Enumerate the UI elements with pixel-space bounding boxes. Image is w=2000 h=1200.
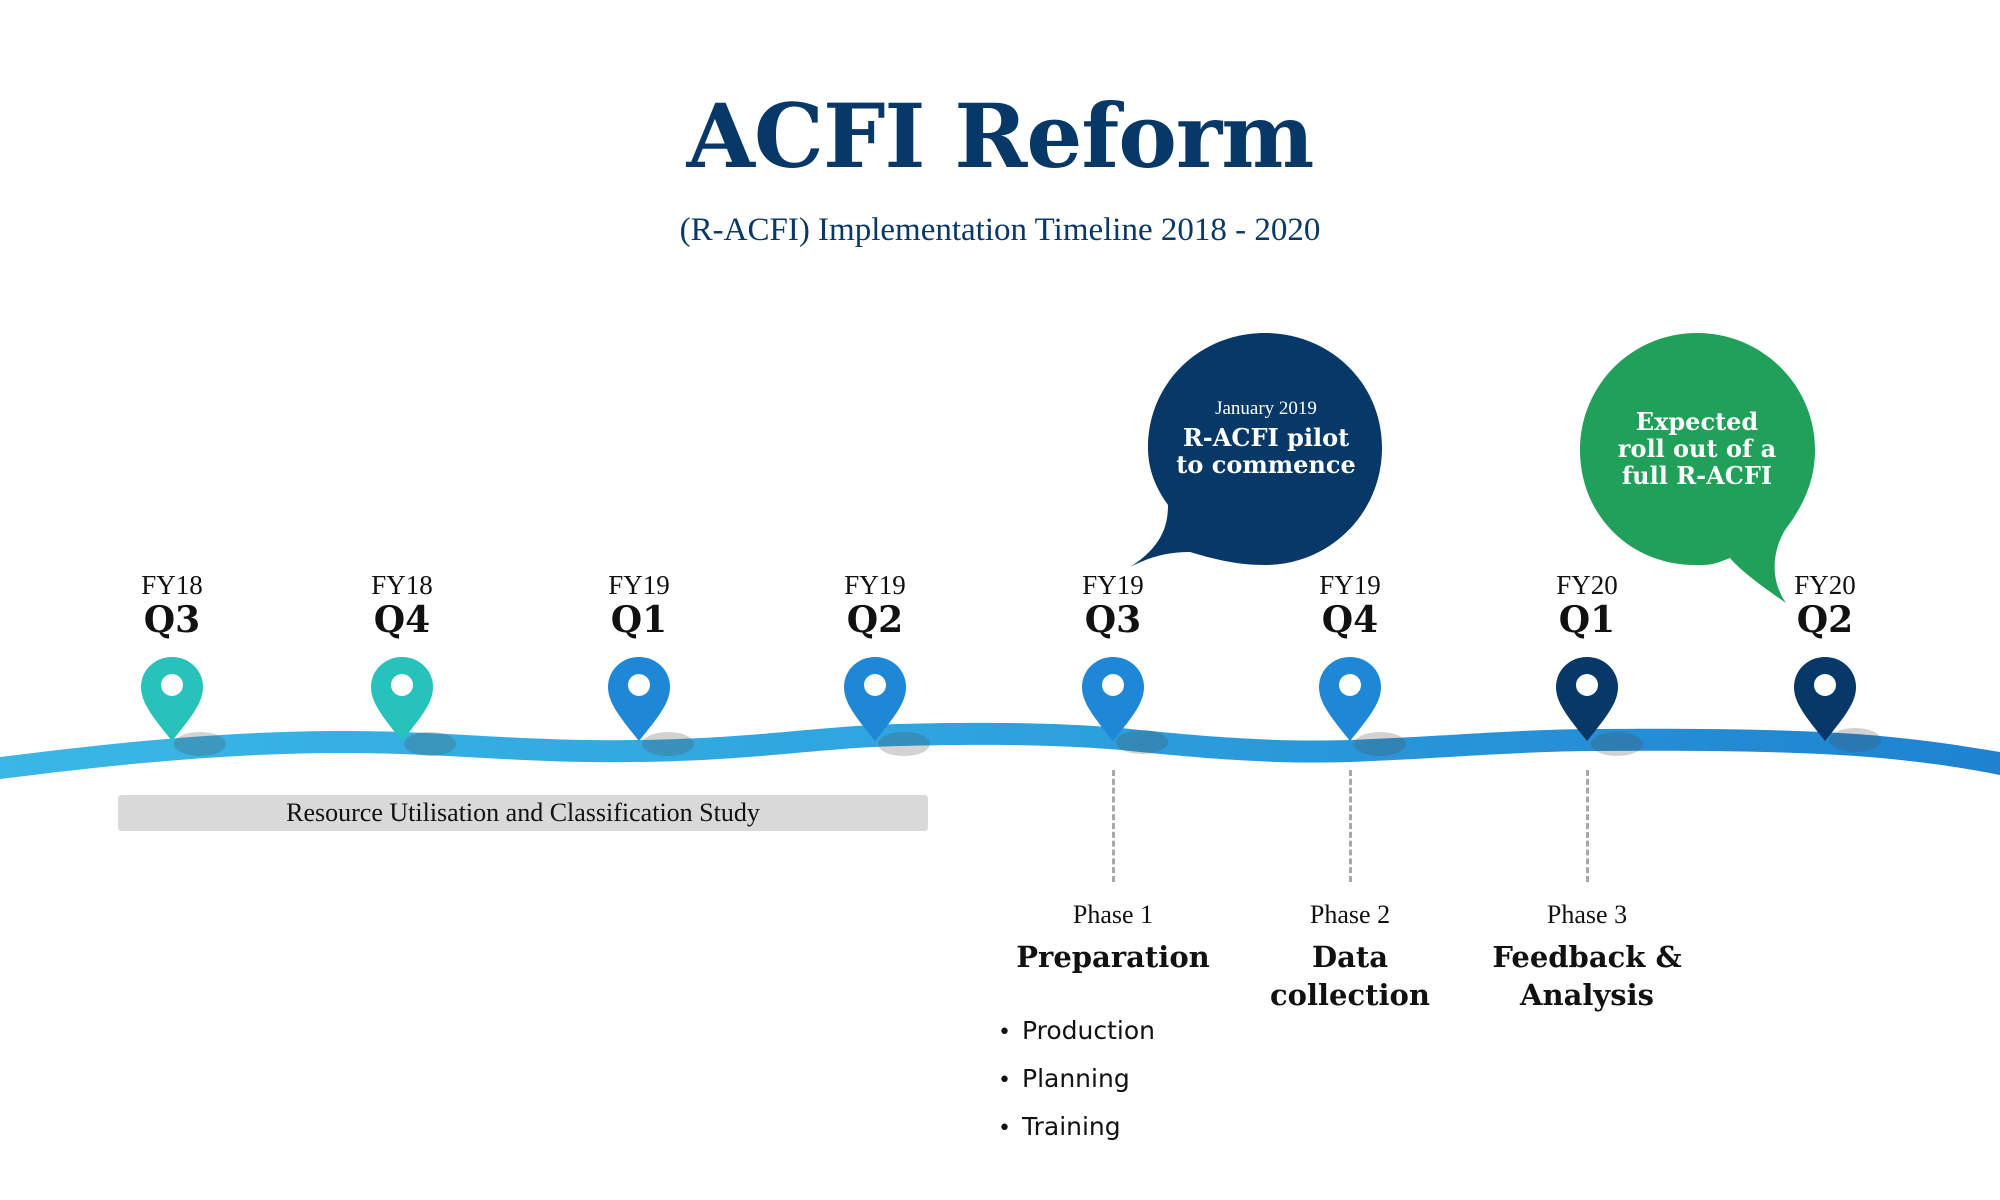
page-title: ACFI Reform <box>686 84 1315 188</box>
rollout-line-2: roll out of a <box>1617 434 1777 463</box>
study-bar: Resource Utilisation and Classification … <box>118 795 928 831</box>
map-pin-icon <box>1319 657 1381 741</box>
pilot-callout: January 2019 R-ACFI pilot to commence <box>1150 398 1382 478</box>
milestone-label: FY20 Q1 <box>1507 570 1667 640</box>
fiscal-year: FY20 <box>1794 570 1856 600</box>
phase-name: Preparation <box>1016 940 1210 974</box>
phase-1-connector <box>1112 770 1115 882</box>
milestone-label: FY20 Q2 <box>1745 570 1905 640</box>
map-pin-icon <box>608 657 670 741</box>
phase-1-task-list: Production Planning Training <box>998 1008 1155 1152</box>
list-item: Production <box>998 1008 1155 1056</box>
milestone-label: FY19 Q2 <box>795 570 955 640</box>
milestone-label: FY19 Q3 <box>1033 570 1193 640</box>
rollout-line-3: full R-ACFI <box>1621 461 1773 490</box>
phase-3-connector <box>1586 770 1589 882</box>
map-pin-icon <box>844 657 906 741</box>
map-pin-icon <box>1556 657 1618 741</box>
fiscal-year: FY19 <box>844 570 906 600</box>
phase-number: Phase 3 <box>1546 900 1628 929</box>
map-pin-icon <box>371 657 433 741</box>
phase-2-connector <box>1349 770 1352 882</box>
quarter: Q4 <box>373 599 431 641</box>
phase-name-line-1: Feedback & <box>1492 940 1682 974</box>
fiscal-year: FY18 <box>141 570 203 600</box>
milestone-label: FY19 Q4 <box>1270 570 1430 640</box>
fiscal-year: FY19 <box>1082 570 1144 600</box>
pilot-callout-bubble <box>1130 333 1382 567</box>
rollout-callout: Expected roll out of a full R-ACFI <box>1580 408 1814 489</box>
quarter: Q1 <box>1558 599 1616 641</box>
milestone-label: FY19 Q1 <box>559 570 719 640</box>
pin-shadows <box>174 728 1881 756</box>
page-subtitle: (R-ACFI) Implementation Timeline 2018 - … <box>679 212 1321 248</box>
quarter: Q1 <box>610 599 668 641</box>
rollout-callout-bubble <box>1580 333 1815 603</box>
map-pin-icon <box>1794 657 1856 741</box>
phase-name: Feedback & Analysis <box>1457 938 1717 1014</box>
quarter: Q3 <box>143 599 201 641</box>
phase-name-line-2: collection <box>1270 978 1430 1012</box>
milestone-label: FY18 Q3 <box>92 570 252 640</box>
phase-name-line-1: Data <box>1311 940 1389 974</box>
quarter: Q2 <box>846 599 904 641</box>
phase-name-line-2: Analysis <box>1520 978 1654 1012</box>
pilot-date: January 2019 <box>1215 398 1317 419</box>
milestone-label: FY18 Q4 <box>322 570 482 640</box>
map-pin-icon <box>141 657 203 741</box>
fiscal-year: FY19 <box>1319 570 1381 600</box>
phase-3: Phase 3 Feedback & Analysis <box>1457 900 1717 1014</box>
phase-number: Phase 1 <box>1072 900 1154 929</box>
list-item: Planning <box>998 1056 1155 1104</box>
fiscal-year: FY19 <box>608 570 670 600</box>
pilot-line-1: R-ACFI pilot <box>1182 423 1350 452</box>
map-pin-icon <box>1082 657 1144 741</box>
phase-2: Phase 2 Data collection <box>1220 900 1480 1014</box>
phase-name: Data collection <box>1220 938 1480 1014</box>
phase-1: Phase 1 Preparation <box>983 900 1243 976</box>
quarter: Q2 <box>1796 599 1854 641</box>
pilot-line-2: to commence <box>1176 450 1356 479</box>
list-item: Training <box>998 1104 1155 1152</box>
rollout-line-1: Expected <box>1635 407 1759 436</box>
fiscal-year: FY18 <box>371 570 433 600</box>
fiscal-year: FY20 <box>1556 570 1618 600</box>
quarter: Q3 <box>1084 599 1142 641</box>
quarter: Q4 <box>1321 599 1379 641</box>
wave-ribbon <box>0 722 2000 779</box>
phase-number: Phase 2 <box>1309 900 1391 929</box>
